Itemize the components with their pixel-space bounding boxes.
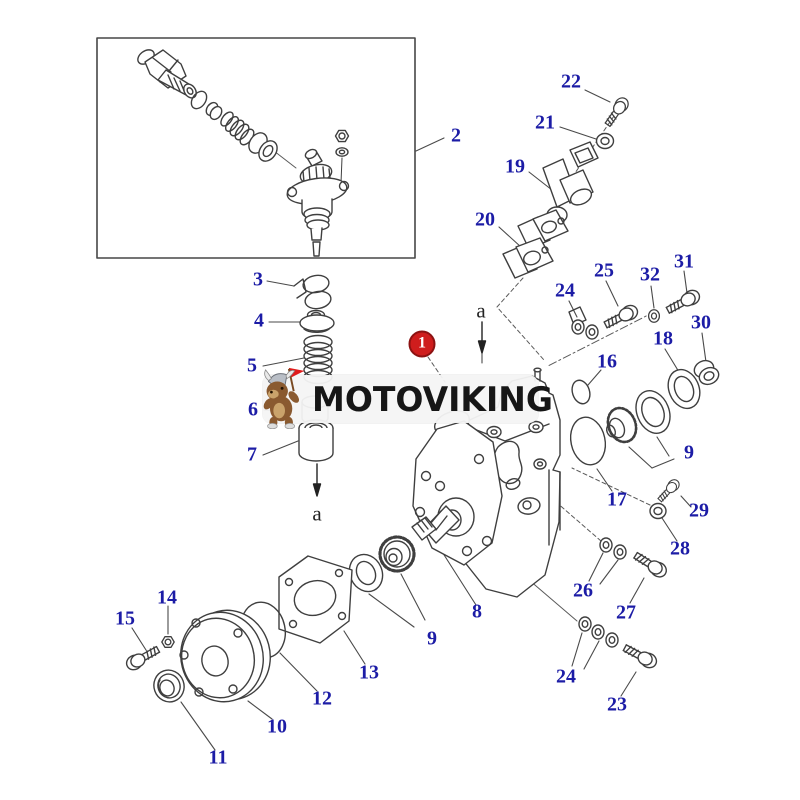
part-bearing-9a xyxy=(605,390,671,444)
section-arrow-a-bottom xyxy=(312,463,322,497)
part-sensor-19 xyxy=(542,141,599,224)
part-orings-3 xyxy=(293,274,332,310)
part-coupling-disc-10 xyxy=(179,609,271,703)
part-bolt-25 xyxy=(601,302,641,332)
viking-mascot-icon xyxy=(263,367,305,429)
part-tappet-7 xyxy=(298,419,334,462)
part-gaskets-20 xyxy=(502,209,569,279)
part-gasket-13 xyxy=(278,555,353,644)
part-pump-body xyxy=(411,367,561,598)
part-oring-16 xyxy=(571,379,591,405)
part-spring-5 xyxy=(303,334,333,385)
part-injector-assembly xyxy=(137,49,350,257)
part-washer-28 xyxy=(649,502,667,520)
part-bearing-11 xyxy=(153,669,185,703)
inset-box xyxy=(96,37,416,259)
part-bolt-29 xyxy=(655,476,682,505)
part-bushing-30 xyxy=(693,359,720,386)
part-washer-21 xyxy=(595,132,615,150)
part-retainer-4 xyxy=(299,309,335,334)
watermark-logo: MOTOVIKING xyxy=(263,375,553,423)
part-washers-26 xyxy=(599,537,627,560)
part-bolt-31 xyxy=(663,286,703,318)
part-nut-14 xyxy=(161,636,175,648)
part-nut-32 xyxy=(647,309,661,323)
part-bolt-15 xyxy=(123,642,163,674)
part-oring-17 xyxy=(569,416,607,466)
section-arrow-a-top xyxy=(477,321,487,364)
part-washers-24-top xyxy=(568,306,599,340)
part-bolt-23 xyxy=(620,640,660,672)
part-gear-9b xyxy=(378,535,416,573)
part-washer-18 xyxy=(667,368,701,410)
watermark-text: MOTOVIKING xyxy=(312,379,553,419)
part-bolt-27 xyxy=(631,548,670,581)
